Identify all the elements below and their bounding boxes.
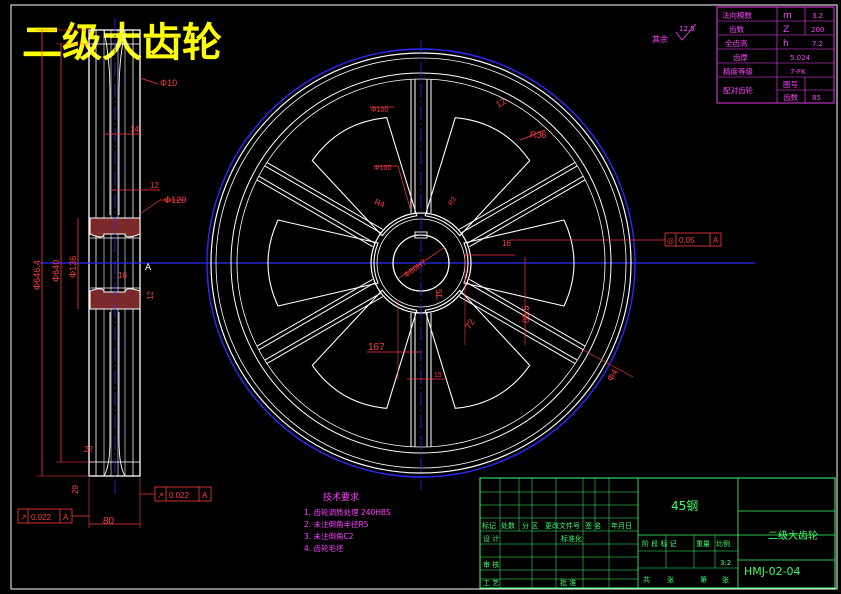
svg-text:签 名: 签 名	[585, 521, 601, 530]
title-block-text: 45钢 二级大齿轮 HMJ-02-04 3:2 标记 处数 分 区 更改文件号 …	[482, 499, 818, 587]
dim-rim-thickness: 12	[494, 96, 508, 110]
svg-text:齿厚: 齿厚	[733, 53, 748, 62]
svg-text:7-FK: 7-FK	[790, 68, 806, 76]
dim-hub-od: Φ120	[164, 195, 186, 205]
dim-rim-outer-diameter: Φ646.4	[32, 260, 42, 290]
dim-pitch-diameter: Φ640	[51, 260, 61, 282]
svg-text:1. 齿轮调质处理 240HBS: 1. 齿轮调质处理 240HBS	[304, 507, 391, 517]
svg-text:↗: ↗	[20, 513, 27, 522]
tolerance-frame-left: ↗ 0.022 A	[17, 508, 89, 524]
title-block	[479, 477, 836, 589]
rim-outline	[88, 29, 141, 477]
svg-text:张: 张	[722, 575, 729, 584]
dim-web-thickness: 12	[150, 181, 159, 190]
svg-text:年月日: 年月日	[611, 521, 632, 530]
svg-text:阶 段 标 记: 阶 段 标 记	[642, 539, 677, 548]
svg-text:A: A	[202, 491, 208, 500]
drawing-number: HMJ-02-04	[744, 565, 801, 578]
svg-text:85: 85	[812, 94, 821, 102]
dim-key-depth: 85.5	[521, 305, 531, 323]
roughness-note: 其余 12.5	[652, 23, 697, 44]
web-openings	[267, 117, 575, 409]
svg-text:其余: 其余	[652, 34, 668, 44]
dim-face-width: 80	[103, 516, 115, 527]
svg-text:精度等级: 精度等级	[723, 66, 753, 76]
svg-text:设 计: 设 计	[483, 534, 499, 543]
dim-hub-key: 15	[435, 289, 444, 298]
concentricity-frame: ◎ 0.05 A	[510, 232, 722, 247]
dim-spoke-length: 72	[463, 317, 477, 331]
part-name-label: 二级大齿轮	[768, 529, 818, 542]
svg-text:A: A	[63, 513, 69, 522]
dim-key-width: 16	[502, 239, 511, 248]
dim-chamfer-rim: Φ4	[605, 367, 620, 383]
side-section-view: Φ646.4 Φ640 Φ136 Φ10 14 12 Φ120 16 12 22…	[17, 18, 755, 528]
scale-value: 3:2	[720, 559, 731, 567]
drawing-title: 二级大齿轮	[22, 20, 222, 66]
svg-text:7.2: 7.2	[812, 40, 823, 48]
svg-text:全齿高: 全齿高	[725, 38, 748, 48]
sheet-border	[10, 4, 838, 590]
svg-text:◎: ◎	[667, 236, 674, 245]
svg-text:审 核: 审 核	[483, 560, 499, 569]
svg-text:处数: 处数	[501, 521, 515, 530]
front-view: Φ100 Φ100 12 R36 R4 R2 Φ80H7 16 15 85.5 …	[206, 40, 722, 490]
gear-parameter-table: 法向模数 m 3.2 齿数 Z 200 全齿高 h 7.2 齿厚 5.024 精…	[716, 6, 835, 104]
svg-text:更改文件号: 更改文件号	[545, 521, 580, 530]
svg-text:h: h	[783, 39, 789, 49]
svg-text:0.05: 0.05	[679, 236, 695, 245]
dim-rim-chamfer: 22	[84, 445, 93, 454]
svg-text:5.024: 5.024	[790, 54, 811, 62]
dim-keyway: 16	[118, 271, 127, 280]
svg-text:Z: Z	[783, 25, 789, 35]
svg-text:A: A	[713, 236, 719, 245]
dim-opening-radius: R36	[530, 130, 547, 140]
dim-hub-step: 12	[146, 291, 155, 300]
dim-chamfer-top: Φ10	[160, 78, 177, 88]
material-label: 45钢	[671, 499, 698, 513]
dim-rim-width: 29	[71, 485, 80, 494]
dim-web-width: 14	[130, 125, 139, 134]
dim-bore: Φ80H7	[402, 257, 429, 279]
svg-text:重量: 重量	[696, 540, 710, 548]
dim-fillet-r4: R4	[373, 197, 386, 209]
svg-text:比例: 比例	[716, 539, 730, 548]
hub-section-hatch	[89, 217, 141, 310]
svg-text:标准化: 标准化	[561, 534, 582, 543]
dim-spoke-thickness: 15	[434, 372, 442, 379]
svg-text:第: 第	[700, 575, 707, 584]
svg-text:0.022: 0.022	[31, 513, 52, 522]
dim-fillet-r2: R2	[448, 196, 459, 207]
dim-hub-diameter: Φ136	[68, 256, 78, 278]
svg-text:↗: ↗	[157, 491, 164, 500]
tolerance-frame-right: ↗ 0.022 A	[140, 486, 212, 502]
dim-web-lower: Φ100	[374, 165, 391, 172]
svg-text:批 准: 批 准	[560, 578, 576, 587]
technical-requirements: 技术要求 1. 齿轮调质处理 240HBS 2. 未注倒角半径R5 3. 未注倒…	[304, 491, 391, 553]
svg-text:张: 张	[667, 575, 674, 584]
svg-text:3.2: 3.2	[812, 12, 823, 20]
svg-text:法向模数: 法向模数	[722, 10, 752, 20]
dim-web-upper: Φ100	[371, 107, 388, 114]
svg-text:2. 未注倒角半径R5: 2. 未注倒角半径R5	[304, 519, 369, 529]
svg-text:m: m	[783, 11, 792, 21]
svg-text:0.022: 0.022	[169, 491, 190, 500]
datum-label: A	[145, 263, 152, 273]
svg-text:图号: 图号	[783, 80, 798, 89]
svg-text:配对齿轮: 配对齿轮	[723, 85, 753, 95]
dim-spoke-span: 167	[368, 342, 385, 353]
svg-text:技术要求: 技术要求	[323, 491, 359, 503]
svg-text:3. 未注倒角C2: 3. 未注倒角C2	[304, 531, 354, 541]
svg-text:工 艺: 工 艺	[483, 579, 499, 587]
svg-text:4. 齿轮毛坯: 4. 齿轮毛坯	[304, 543, 344, 553]
svg-text:共: 共	[643, 575, 650, 584]
svg-text:分 区: 分 区	[522, 521, 538, 530]
svg-text:12.5: 12.5	[679, 25, 695, 33]
svg-text:齿数: 齿数	[729, 24, 744, 34]
svg-text:齿数: 齿数	[783, 92, 798, 102]
svg-text:200: 200	[811, 26, 824, 34]
svg-text:标记: 标记	[482, 521, 496, 530]
